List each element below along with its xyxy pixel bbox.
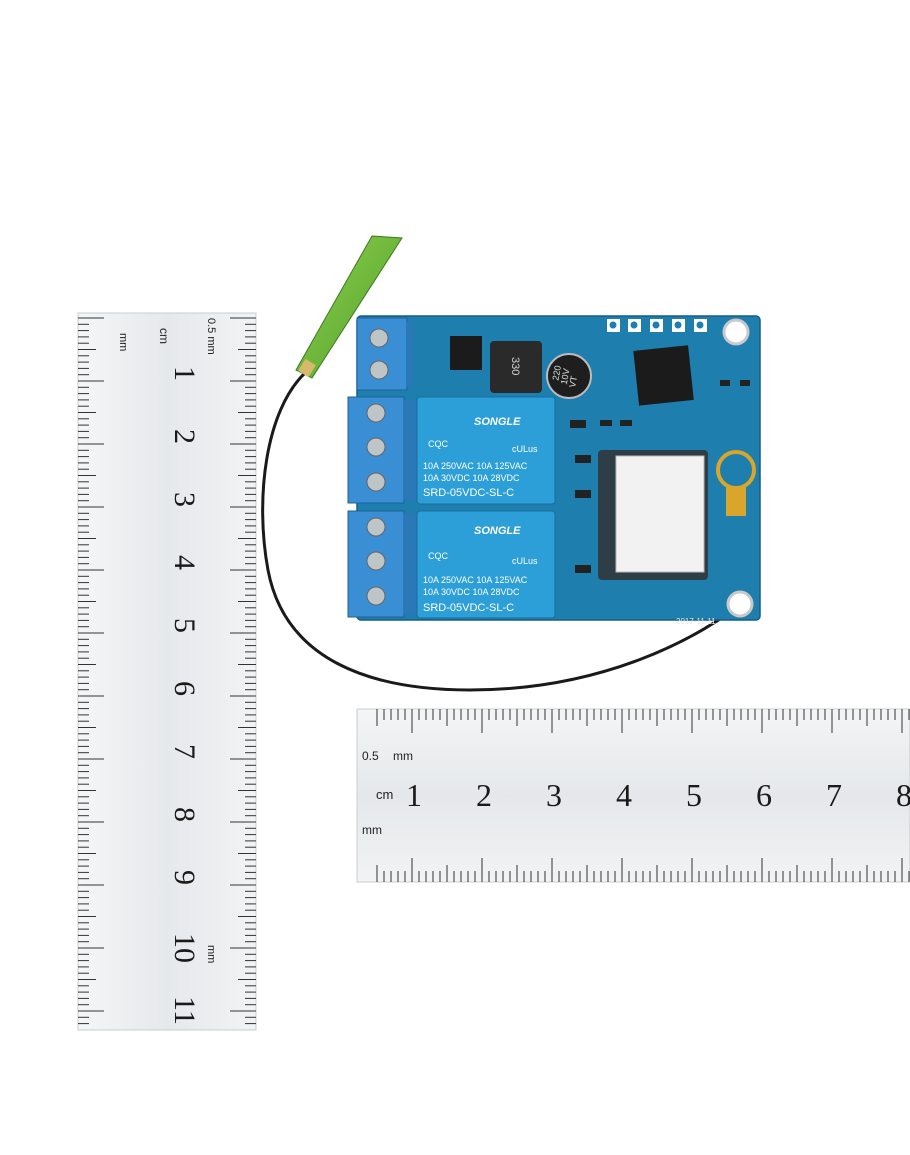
wifi-module xyxy=(598,450,756,580)
relay-2-model: SRD-05VDC-SL-C xyxy=(423,602,514,614)
date-code: 2017-11-11 xyxy=(676,617,716,626)
v-number: 5 xyxy=(168,618,201,633)
svg-text:VT: VT xyxy=(567,375,579,389)
v-number: 9 xyxy=(168,870,201,885)
h-number: 4 xyxy=(616,777,632,813)
inductor: 330 xyxy=(490,341,542,393)
h-number: 2 xyxy=(476,777,492,813)
v-unit-half-mm: 0.5 mm xyxy=(205,318,217,355)
h-number: 8 xyxy=(896,777,910,813)
v-number: 1 xyxy=(168,366,201,381)
relay-1-model: SRD-05VDC-SL-C xyxy=(423,487,514,499)
svg-text:330: 330 xyxy=(509,357,521,375)
h-number: 7 xyxy=(826,777,842,813)
relay-1: SONGLE CQC cULus 10A 250VAC 10A 125VAC 1… xyxy=(416,396,556,505)
capacitor: 220 10V VT xyxy=(546,353,592,399)
h-number: 3 xyxy=(546,777,562,813)
h-unit-cm: cm xyxy=(376,787,393,802)
relay-1-ul: cULus xyxy=(512,444,538,454)
relay-2-rating-1: 10A 250VAC 10A 125VAC xyxy=(423,575,528,585)
relay-2-ul: cULus xyxy=(512,556,538,566)
v-unit-cm: cm xyxy=(157,328,171,344)
terminal-block-power xyxy=(356,317,413,391)
relay-2-brand: SONGLE xyxy=(474,525,521,537)
h-unit-mm-top: mm xyxy=(393,749,413,763)
v-number: 3 xyxy=(168,492,201,507)
v-number: 7 xyxy=(168,744,201,759)
relay-1-brand: SONGLE xyxy=(474,416,521,428)
v-number: 2 xyxy=(168,429,201,444)
relay-1-rating-1: 10A 250VAC 10A 125VAC xyxy=(423,461,528,471)
h-number: 1 xyxy=(406,777,422,813)
h-number: 5 xyxy=(686,777,702,813)
terminal-block-relay1 xyxy=(347,396,418,504)
svg-text:10V: 10V xyxy=(559,368,572,386)
v-number: 11 xyxy=(168,996,201,1025)
relay-2-rating-2: 10A 30VDC 10A 28VDC xyxy=(423,587,520,597)
v-number: 6 xyxy=(168,681,201,696)
h-unit-mm-bottom: mm xyxy=(362,823,382,837)
relay-1-cert: CQC xyxy=(428,439,449,449)
v-unit-mm-bottom: mm xyxy=(205,945,217,963)
vertical-ruler: 1 2 3 4 5 6 7 8 9 10 11 mm 0.5 mm cm mm xyxy=(77,312,257,1031)
relay-board: SONGLE CQC cULus 10A 250VAC 10A 125VAC 1… xyxy=(347,315,761,626)
mcu-chip xyxy=(633,345,694,406)
horizontal-ruler: 1 2 3 4 5 6 7 8 0.5 mm cm mm xyxy=(356,708,910,883)
antenna xyxy=(261,235,753,692)
v-unit-mm-top: mm xyxy=(117,333,129,351)
v-number: 4 xyxy=(168,555,201,570)
h-number: 6 xyxy=(756,777,772,813)
v-number: 8 xyxy=(168,807,201,822)
h-unit-half: 0.5 xyxy=(362,749,379,763)
regulator-chip xyxy=(450,336,482,370)
terminal-block-relay2 xyxy=(347,510,418,618)
relay-1-rating-2: 10A 30VDC 10A 28VDC xyxy=(423,473,520,483)
relay-2: SONGLE CQC cULus 10A 250VAC 10A 125VAC 1… xyxy=(416,510,556,619)
svg-text:220: 220 xyxy=(551,365,563,382)
v-number: 10 xyxy=(168,933,201,963)
relay-2-cert: CQC xyxy=(428,551,449,561)
